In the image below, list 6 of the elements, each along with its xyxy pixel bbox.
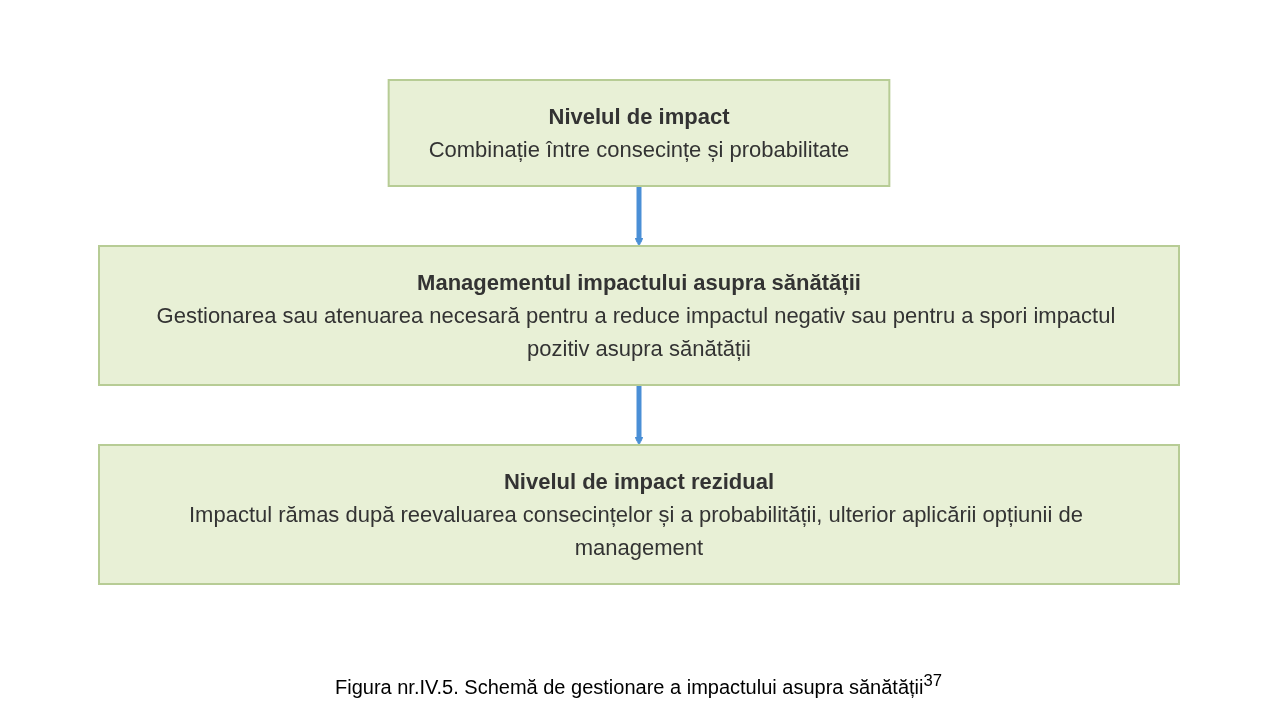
arrow — [634, 384, 643, 446]
arrow — [634, 185, 643, 247]
node-box: Nivelul de impact Combinație între consecințe și probabilitate — [387, 78, 890, 187]
figure-caption: Figura nr.IV.5. Schemă de gestionare a impactului asupra sănătății$^{37}$ — [335, 671, 942, 699]
node-box: Managementul impactului asupra sănătății Gestionarea sau atenuarea necesară pentru a reduce impactul negativ sau pentru a spori impactul pozitiv asupra sănătății — [97, 244, 1180, 386]
node-box: Nivelul de impact rezidual Impactul rămas după reevaluarea consecințelor și a probabilității, ulterior aplicării opțiunii de management — [97, 443, 1180, 585]
